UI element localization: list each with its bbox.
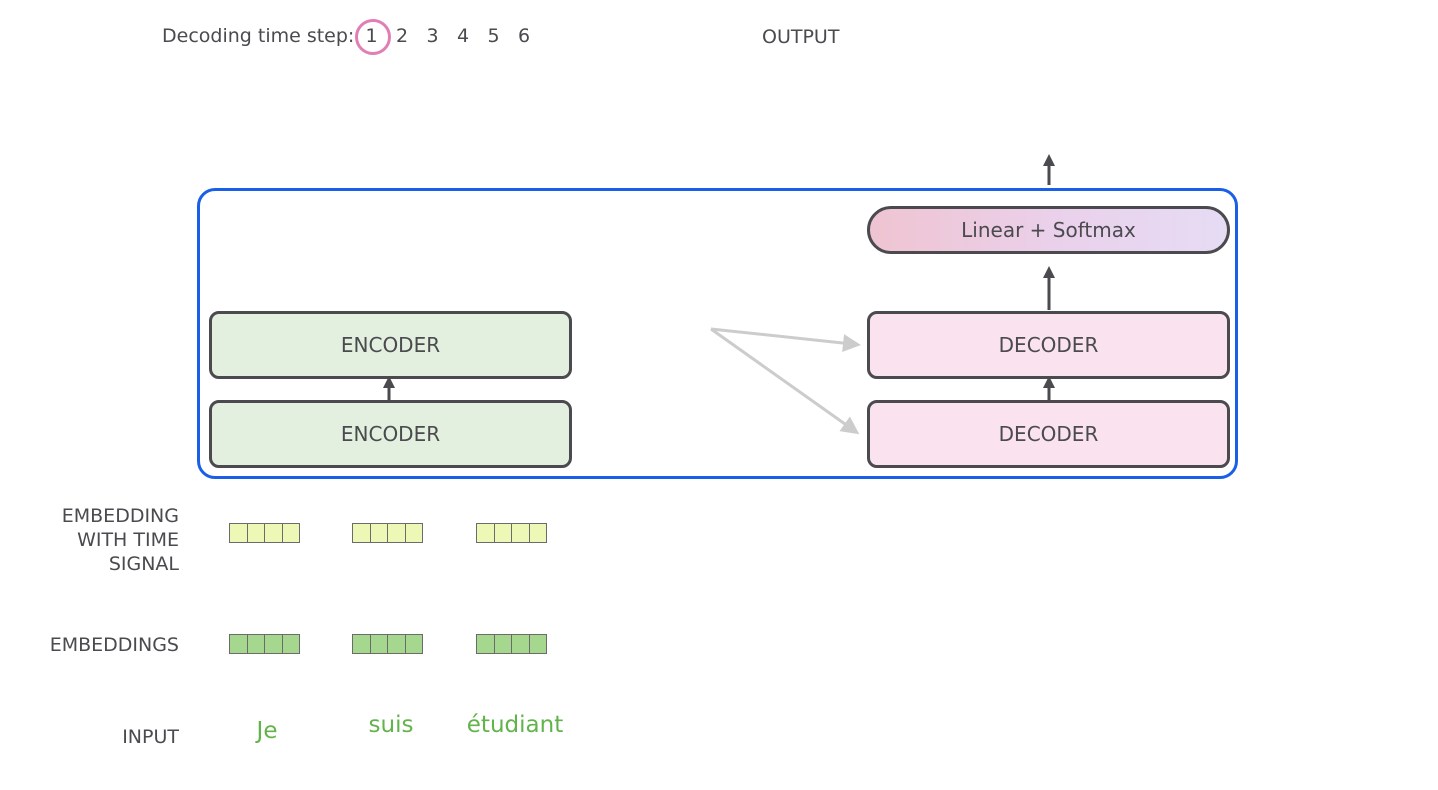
connector-to-decoder-bottom (710, 327, 860, 435)
decoding-time-step: Decoding time step: 1 2 3 4 5 6 (162, 19, 539, 55)
vector-cell (511, 523, 530, 543)
vector-cell (493, 634, 512, 654)
vector-cell (281, 523, 300, 543)
timestep-2: 2 (396, 25, 409, 47)
timestep-6: 6 (518, 25, 531, 47)
vector-cell (281, 634, 300, 654)
vector-cell (476, 523, 495, 543)
time-signal-vector-3 (476, 523, 547, 543)
connector-to-decoder-top (710, 327, 861, 352)
timestep-steps: 1 2 3 4 5 6 (354, 19, 539, 55)
vector-cell (369, 523, 388, 543)
embedding-vector-3 (476, 634, 547, 654)
timestep-1: 1 (354, 19, 391, 55)
vector-cell (352, 523, 371, 543)
encoder-label: ENCODER (340, 333, 441, 357)
output-label: OUTPUT (762, 26, 840, 48)
vector-cell (246, 523, 265, 543)
vector-cell (264, 634, 283, 654)
vector-cell (369, 634, 388, 654)
vector-cell (229, 634, 248, 654)
timestep-label: Decoding time step: (162, 25, 355, 47)
vector-cell (404, 634, 423, 654)
label-embedding-with-time-signal: EMBEDDING WITH TIME SIGNAL (61, 505, 179, 575)
linear-softmax-label: Linear + Softmax (961, 218, 1136, 242)
encoder-block-top: ENCODER (209, 311, 572, 379)
vector-cell (264, 523, 283, 543)
embedding-vector-2 (352, 634, 423, 654)
time-signal-vector-2 (352, 523, 423, 543)
vector-cell (387, 523, 406, 543)
vector-cell (352, 634, 371, 654)
decoder-block-top: DECODER (867, 311, 1230, 379)
decoder-label: DECODER (998, 422, 1099, 446)
vector-cell (493, 523, 512, 543)
vector-cell (229, 523, 248, 543)
decoder-block-bottom: DECODER (867, 400, 1230, 468)
input-word-1: Je (256, 718, 278, 744)
encoder-label: ENCODER (340, 422, 441, 446)
encoder-block-bottom: ENCODER (209, 400, 572, 468)
vector-cell (511, 634, 530, 654)
timestep-4: 4 (457, 25, 470, 47)
timestep-5: 5 (487, 25, 500, 47)
label-embeddings: EMBEDDINGS (49, 634, 179, 656)
vector-cell (528, 634, 547, 654)
vector-cell (528, 523, 547, 543)
input-word-3: étudiant (466, 712, 564, 738)
transformer-frame (197, 188, 1238, 479)
time-signal-vector-1 (229, 523, 300, 543)
embedding-vector-1 (229, 634, 300, 654)
vector-cell (387, 634, 406, 654)
decoder-label: DECODER (998, 333, 1099, 357)
input-word-2: suis (368, 712, 414, 738)
vector-cell (476, 634, 495, 654)
label-input: INPUT (122, 726, 179, 748)
timestep-3: 3 (426, 25, 439, 47)
vector-cell (404, 523, 423, 543)
vector-cell (246, 634, 265, 654)
linear-softmax-block: Linear + Softmax (867, 206, 1230, 254)
